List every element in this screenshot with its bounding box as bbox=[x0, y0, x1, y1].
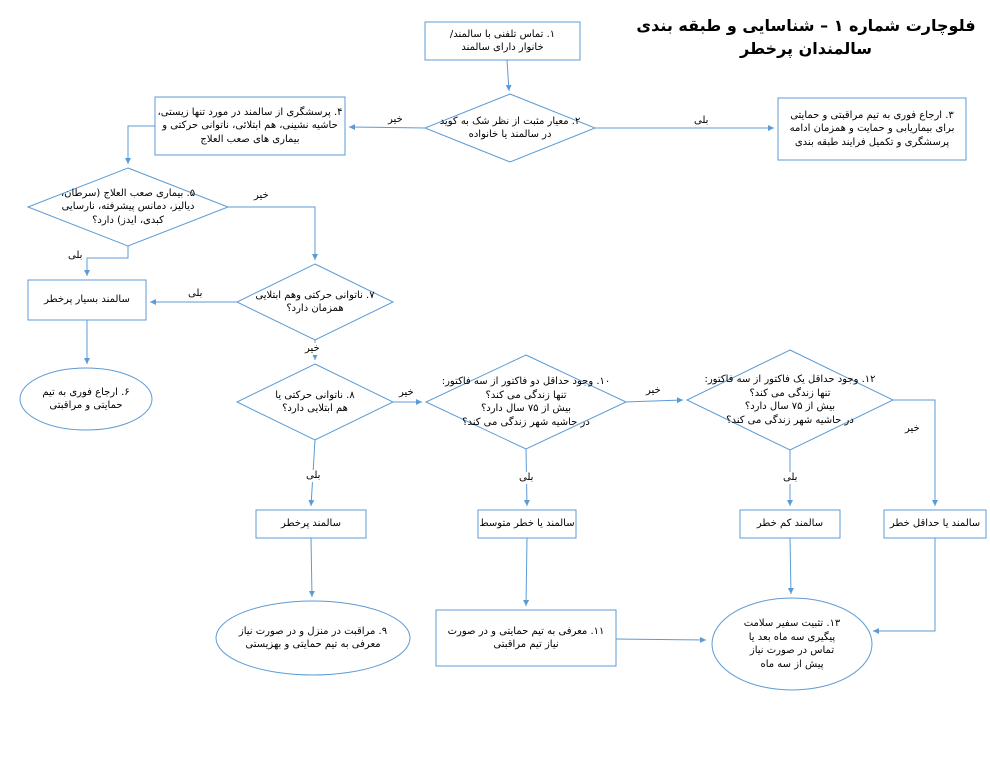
node-3-label: ۳. ارجاع فوری به تیم مراقبتی و حمایتی بر… bbox=[789, 109, 955, 148]
edge-label-yes-8: بلی bbox=[304, 470, 323, 482]
edge-4-to-5 bbox=[125, 125, 155, 164]
decision-10-label: ۱۰. وجود حداقل دو فاکتور از سه فاکتور: ت… bbox=[441, 376, 611, 428]
edge-label-yes-2-3: بلی bbox=[692, 115, 711, 127]
edge-label-yes-7: بلی bbox=[186, 288, 205, 300]
edge-label-no-12: خیر bbox=[903, 423, 922, 435]
edge-2-no-to-4 bbox=[348, 124, 426, 131]
terminal-6-label: ۶. ارجاع فوری به تیم حمایتی و مراقبتی bbox=[42, 386, 130, 412]
edge-label-no-2-4: خیر bbox=[386, 114, 405, 126]
edge-10-no-to-12 bbox=[625, 397, 684, 404]
terminal-13-shape bbox=[711, 597, 873, 691]
edge-label-yes-10: بلی bbox=[517, 472, 536, 484]
edge-label-no-5-7: خیر bbox=[252, 190, 271, 202]
edge-11-to-13 bbox=[615, 636, 707, 643]
node-medium-risk-label: سالمند یا خطر متوسط bbox=[479, 518, 575, 530]
edge-5-yes-to-very-high-risk bbox=[84, 246, 129, 276]
edge-1-to-2 bbox=[505, 59, 512, 92]
terminal-6-shape bbox=[19, 367, 153, 431]
edge-label-yes-12: بلی bbox=[781, 472, 800, 484]
edge-medium-risk-to-11 bbox=[523, 537, 530, 607]
edge-high-risk-to-9 bbox=[308, 537, 315, 598]
node-1-shape bbox=[424, 21, 581, 61]
node-11-label: ۱۱. معرفی به تیم حمایتی و در صورت نیاز ت… bbox=[447, 625, 605, 651]
page-title: فلوچارت شماره ۱ – شناسایی و طبقه بندی سا… bbox=[636, 16, 976, 58]
decision-12-label: ۱۲. وجود حداقل یک فاکتور از سه فاکتور: ت… bbox=[704, 374, 876, 426]
edge-5-no-to-7 bbox=[228, 206, 318, 260]
node-11-shape bbox=[435, 609, 617, 667]
edge-label-no-7-8: خیر bbox=[303, 343, 322, 355]
node-very-high-risk-shape bbox=[27, 279, 147, 321]
node-high-risk-label: سالمند پرخطر bbox=[281, 518, 341, 530]
terminal-9-label: ۹. مراقبت در منزل و در صورت نیاز معرفی ب… bbox=[238, 625, 388, 651]
node-low-risk-shape bbox=[739, 509, 841, 539]
terminal-13-label: ۱۳. تثبیت سفیر سلامت پیگیری سه ماه بعد ی… bbox=[743, 618, 841, 670]
edge-label-no-8-10: خیر bbox=[397, 387, 416, 399]
edge-label-yes-5: بلی bbox=[66, 250, 85, 262]
decision-2-shape bbox=[423, 93, 597, 163]
decision-2-label: ۲. معیار مثبت از نظر شک به کوید در سالمن… bbox=[439, 115, 581, 141]
node-high-risk-shape bbox=[255, 509, 367, 539]
node-minimal-risk-shape bbox=[883, 509, 987, 539]
edge-label-no-10-12: خیر bbox=[644, 385, 663, 397]
node-minimal-risk-label: سالمند یا حداقل خطر bbox=[889, 518, 981, 530]
terminal-9-shape bbox=[215, 600, 411, 676]
edge-low-risk-to-13 bbox=[787, 537, 794, 595]
node-4-shape bbox=[154, 96, 346, 156]
node-very-high-risk-label: سالمند بسیار پرخطر bbox=[44, 294, 130, 306]
decision-5-label: ۵. بیماری صعب العلاج (سرطان، دیالیز، دما… bbox=[60, 187, 196, 226]
node-low-risk-label: سالمند کم خطر bbox=[756, 518, 824, 530]
decision-7-label: ۷. ناتوانی حرکتی وهم ابتلایی همزمان دارد… bbox=[255, 289, 375, 315]
node-1-label: ۱. تماس تلفنی با سالمند/ خانوار دارای سا… bbox=[449, 28, 556, 54]
node-4-label: ۴. پرسشگری از سالمند در مورد تنها زیستی،… bbox=[157, 106, 343, 145]
edge-minimal-risk-to-13 bbox=[873, 538, 936, 634]
node-3-shape bbox=[777, 97, 967, 161]
edge-12-no-to-minimal-risk bbox=[893, 399, 938, 506]
decision-8-label: ۸. ناتوانی حرکتی یا هم ابتلایی دارد؟ bbox=[275, 389, 355, 415]
